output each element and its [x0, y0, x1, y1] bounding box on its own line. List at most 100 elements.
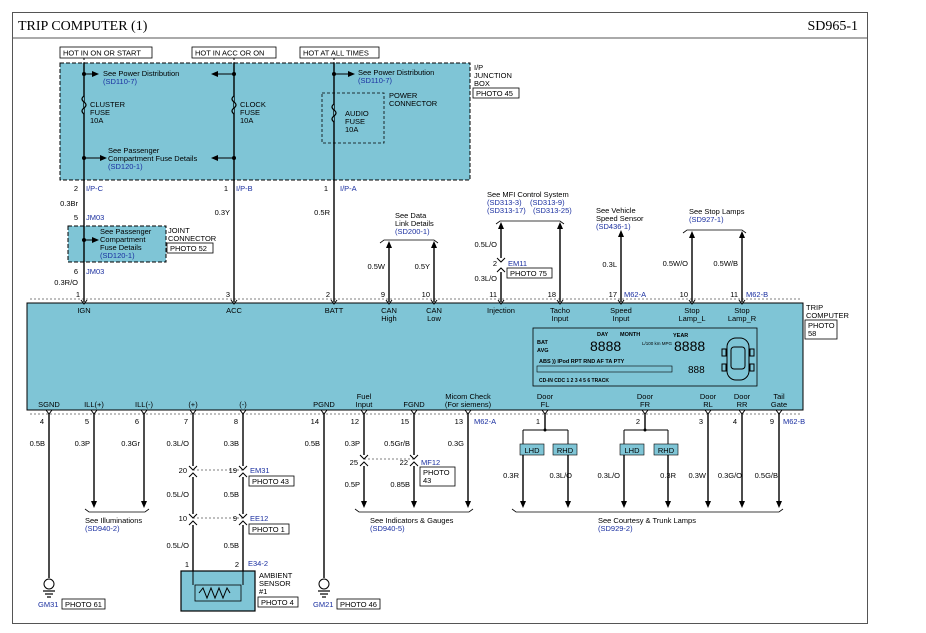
audio-fuse-label-3: 10A [345, 125, 358, 134]
cluster-fuse-icon [81, 95, 87, 115]
display-digits-1: 8888 [590, 338, 621, 354]
page-frame [12, 12, 868, 624]
mfi-ref-2: (SD313-9) [530, 198, 565, 207]
data-link-ref-2: Link Details [395, 219, 434, 228]
batt-pin-top: 1 [324, 184, 328, 193]
illm-color: 0.3Gr [121, 439, 140, 448]
power-connector-label-1: POWER [389, 91, 418, 100]
top-conn-b: M62-B [746, 290, 768, 299]
ground-icon-gm31 [43, 578, 55, 598]
em31-pin-plus: 20 [179, 466, 187, 475]
lower-door-wires: LHD RHD 0.3R 0.3L/O LHD RHD 0.3L/O 0.3R … [503, 414, 784, 533]
can-h-color: 0.5W [367, 262, 385, 271]
batt-conn-top: I/P-A [340, 184, 357, 193]
top-pin-marker [688, 299, 696, 305]
ground-icon-gm21 [318, 578, 330, 598]
car-icon [721, 337, 755, 381]
mf12-photo-1: PHOTO [423, 468, 450, 477]
bottom-pin-label: Door [700, 392, 717, 401]
joint-name-2: CONNECTOR [168, 234, 217, 243]
sensor-pin-minus: 2 [235, 560, 239, 569]
junction-box-name-1: I/P [474, 63, 483, 72]
bottom-pin-label: Input [356, 400, 374, 409]
joint-see-2: Compartment [100, 235, 146, 244]
audio-fuse-icon [331, 103, 337, 123]
page-title: TRIP COMPUTER (1) [18, 19, 148, 34]
bottom-pin-number: 9 [770, 417, 774, 426]
top-pin-label: IGN [77, 306, 90, 315]
header: TRIP COMPUTER (1) SD965-1 [12, 19, 868, 39]
courtesy-ref: See Courtesy & Trunk Lamps [598, 516, 696, 525]
bottom-pin-marker [320, 409, 328, 415]
see-passenger-2: Compartment Fuse Details [108, 154, 197, 163]
ee12-photo: PHOTO 1 [252, 525, 285, 534]
door-fr-lhd: LHD [624, 446, 640, 455]
top-pin-number: 10 [680, 290, 688, 299]
bottom-pin-label: Door [734, 392, 751, 401]
speed-color: 0.3L [602, 260, 617, 269]
stop-ref: See Stop Lamps [689, 207, 745, 216]
display-day: DAY [597, 332, 608, 338]
bottom-pin-number: 8 [234, 417, 238, 426]
bottom-pin-number: 14 [311, 417, 319, 426]
bottom-pin-marker [140, 409, 148, 415]
ee12-pin-minus: 9 [233, 514, 237, 523]
display-month: MONTH [620, 332, 640, 338]
bottom-pin-label: FGND [403, 400, 425, 409]
mfi-ref-1: (SD313-3) [487, 198, 522, 207]
courtesy-ref-code: (SD929-2) [598, 524, 633, 533]
see-passenger-ref: (SD120-1) [108, 162, 143, 171]
bottom-pin-label: (-) [239, 400, 247, 409]
data-link-ref-1: See Data [395, 211, 427, 220]
top-pin-label: Tacho [550, 306, 570, 315]
trip-computer-name-1: TRIP [806, 303, 823, 312]
mf12-pin-fuel: 25 [350, 458, 358, 467]
inj-photo: PHOTO 75 [510, 269, 547, 278]
joint-name-1: JOINT [168, 226, 190, 235]
ign-jm-in: JM03 [86, 213, 104, 222]
trip-computer-name-2: COMPUTER [806, 311, 850, 320]
top-pin-marker [738, 299, 746, 305]
hot-label-acc: HOT IN ACC OR ON [195, 49, 264, 58]
bottom-pin-label: FR [640, 400, 651, 409]
bottom-pin-label: (For siemens) [445, 400, 492, 409]
data-link-ref-code: (SD200-1) [395, 227, 430, 236]
mfi-ref-4: (SD313-25) [533, 206, 572, 215]
mfi-ref: See MFI Control System [487, 190, 569, 199]
sensor-name-3: #1 [259, 587, 267, 596]
bottom-pin-marker [738, 409, 746, 415]
tail-color: 0.5G/B [755, 471, 778, 480]
sensor-photo: PHOTO 4 [261, 598, 294, 607]
bottom-pin-label: RL [703, 400, 713, 409]
top-pin-label: CAN [426, 306, 442, 315]
top-pin-label: Injection [487, 306, 515, 315]
bottom-pin-label: ILL(-) [135, 400, 153, 409]
junction-box-name-3: BOX [474, 79, 490, 88]
mf12-photo-2: 43 [423, 476, 431, 485]
stopl-color: 0.5W/O [663, 259, 689, 268]
display-segment-bar [536, 365, 673, 373]
ign-color-1: 0.3Br [60, 199, 78, 208]
lower-left-wires: 0.5B 0.3P 0.3Gr See Illuminations (SD940… [30, 414, 381, 612]
stop-ref-code: (SD927-1) [689, 215, 724, 224]
bottom-pin-label: RR [737, 400, 748, 409]
cluster-fuse-label-2: FUSE [90, 108, 110, 117]
bottom-pin-number: 7 [184, 417, 188, 426]
bottom-pin-marker [239, 409, 247, 415]
pgnd-color: 0.5B [305, 439, 320, 448]
gm31: GM31 [38, 600, 58, 609]
bottom-pin-label: ILL(+) [84, 400, 104, 409]
door-fr-rhd-tag [653, 443, 679, 456]
top-pin-label: Input [613, 314, 631, 323]
display-bat: BAT [537, 340, 549, 346]
can-l-color: 0.5Y [415, 262, 430, 271]
top-pin-group: 1IGN3ACC2BATT9CANHigh10CANLow11Injection… [76, 290, 757, 323]
top-pin-marker [80, 299, 88, 305]
fgnd-color-1: 0.5Gr/B [384, 439, 410, 448]
plus-color-3: 0.5L/O [166, 541, 189, 550]
top-pin-marker [497, 299, 505, 305]
display-units: L/100 km MPG [642, 341, 673, 346]
display-avg: AVG [537, 348, 549, 354]
stopr-color: 0.5W/B [713, 259, 738, 268]
